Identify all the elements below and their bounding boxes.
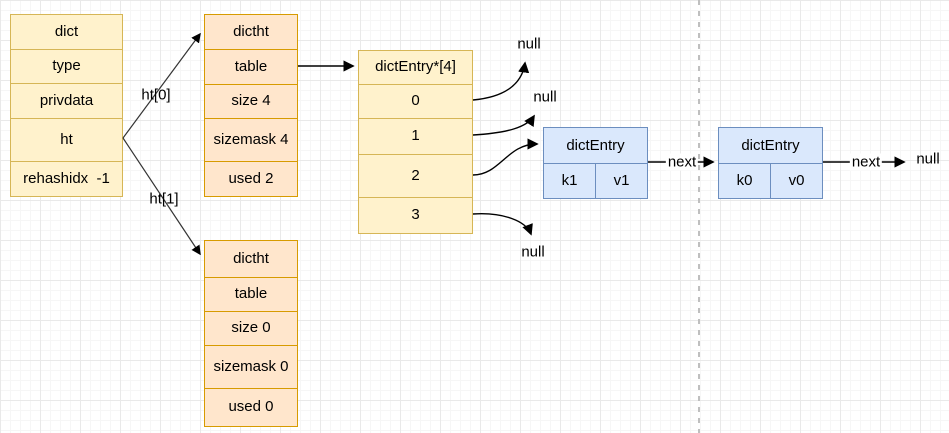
bucket-slot-3: 3	[359, 197, 472, 233]
table-dictht-ht0: dictht table size 4 sizemask 4 used 2	[204, 14, 298, 197]
entry1-value: v1	[595, 164, 647, 198]
bucket-slot-1: 1	[359, 118, 472, 154]
entry0-key: k0	[736, 171, 753, 189]
table-bucket-array: dictEntry*[4] 0 1 2 3	[358, 50, 473, 234]
label-next-2: next	[849, 153, 883, 171]
entry1-title: dictEntry	[566, 137, 625, 154]
dict-field-type: type	[11, 49, 122, 83]
label-ht1: ht[1]	[149, 190, 179, 208]
label-null-mid: null	[533, 88, 557, 106]
label-null-end: null	[916, 150, 940, 168]
bucket-slot-2: 2	[359, 154, 472, 197]
entry0-value: v0	[770, 164, 822, 198]
dictht0-field-used: used 2	[205, 161, 297, 196]
bucket-header: dictEntry*[4]	[375, 58, 456, 76]
entry0-title: dictEntry	[741, 137, 800, 154]
dict-field-rehashidx: rehashidx -1	[11, 161, 122, 196]
dict-field-privdata: privdata	[11, 83, 122, 118]
label-ht0: ht[0]	[141, 86, 171, 104]
dictht1-field-title: dictht	[233, 249, 269, 267]
arrow-slot3-to-null	[472, 213, 533, 236]
dictht1-field-table: table	[205, 277, 297, 311]
dictht0-field-sizemask: sizemask 4	[205, 118, 297, 161]
label-null-top: null	[517, 35, 541, 53]
dictht1-field-sizemask: sizemask 0	[205, 345, 297, 388]
dict-field-ht: ht	[11, 118, 122, 161]
bucket-slot-0: 0	[359, 84, 472, 118]
arrow-slot0-to-null	[472, 61, 530, 101]
label-next-1: next	[665, 153, 699, 171]
dictht0-field-title: dictht	[233, 22, 269, 40]
dictht0-field-size: size 4	[205, 84, 297, 118]
label-null-bottom: null	[521, 243, 545, 261]
dictht0-field-table: table	[205, 49, 297, 84]
dictht1-field-size: size 0	[205, 311, 297, 345]
table-dictht-ht1: dictht table size 0 sizemask 0 used 0	[204, 240, 298, 427]
table-dictentry-k0: dictEntry k0 v0	[718, 127, 823, 199]
dict-field-title: dict	[54, 22, 79, 40]
dictht1-field-used: used 0	[205, 388, 297, 426]
arrow-slot2-to-entry	[472, 138, 539, 176]
table-dict: dict type privdata ht rehashidx -1	[10, 14, 123, 197]
table-dictentry-k1: dictEntry k1 v1	[543, 127, 648, 199]
arrow-slot1-to-null	[472, 114, 535, 136]
entry1-key: k1	[561, 171, 578, 189]
